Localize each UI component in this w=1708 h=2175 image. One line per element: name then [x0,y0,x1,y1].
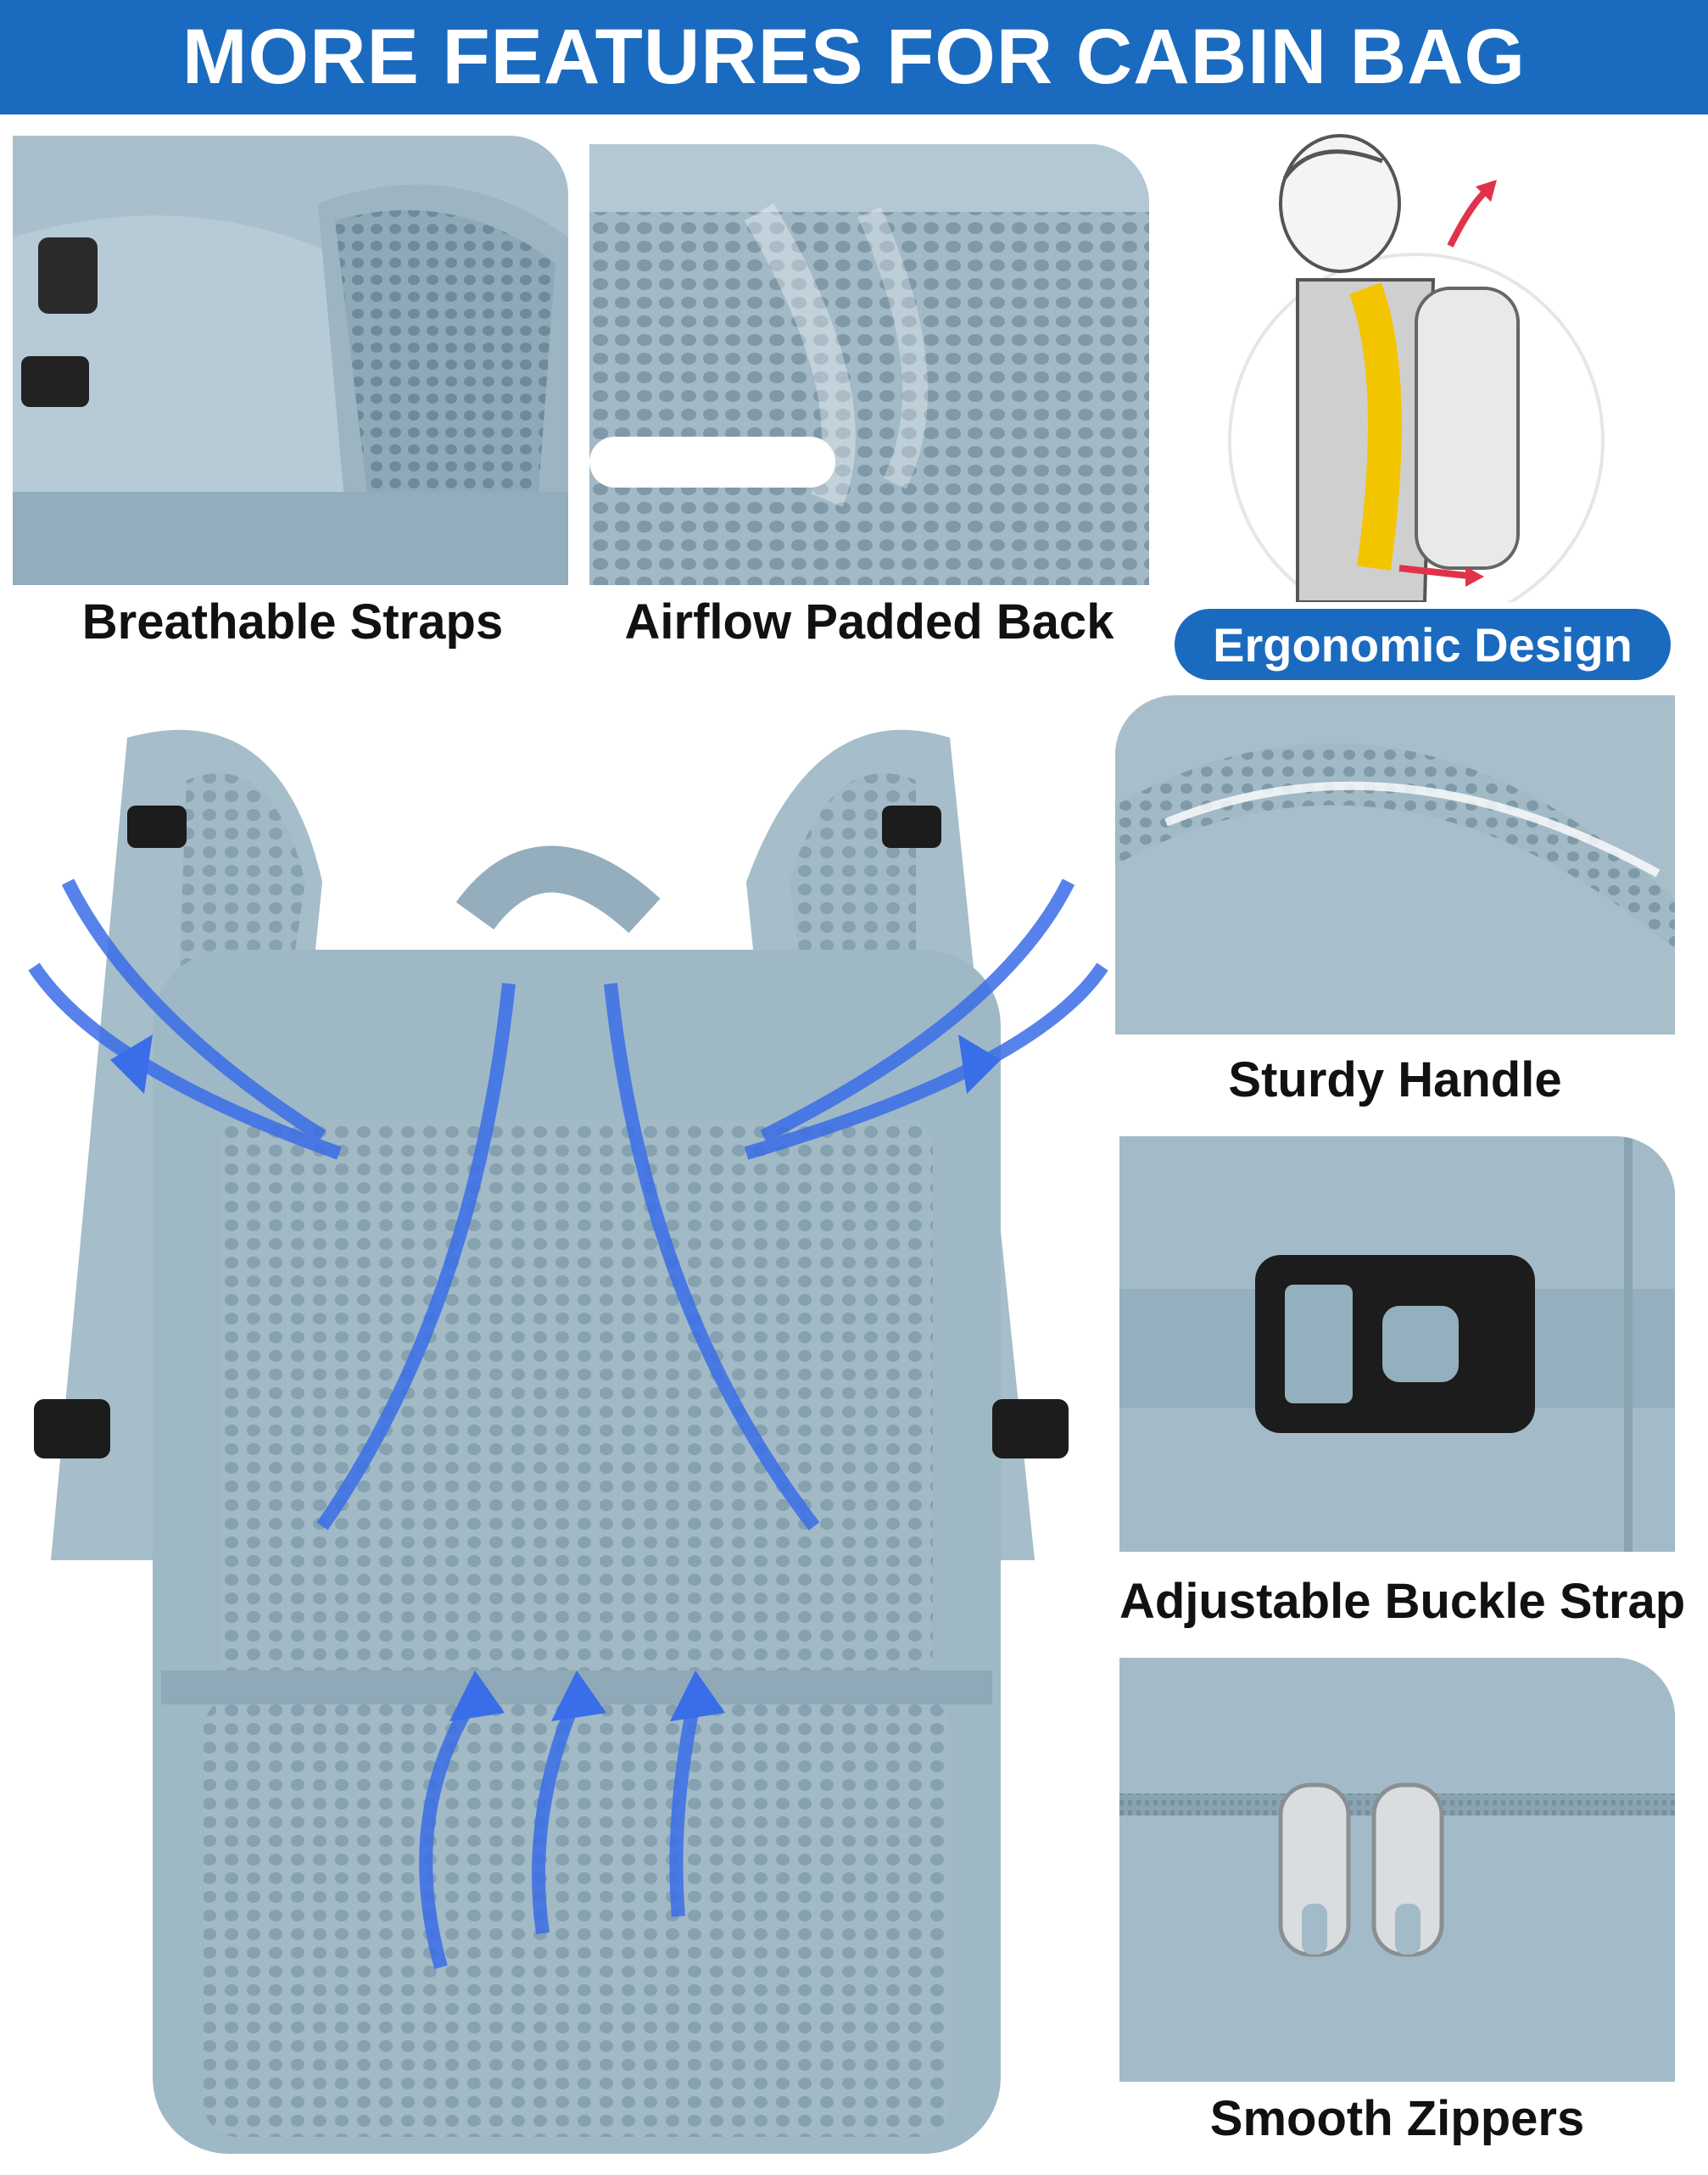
airflow-image [589,144,1149,585]
airflow-mesh-icon [589,144,1149,585]
buckle-image [1119,1136,1675,1552]
ergonomic-label: Ergonomic Design [1175,609,1671,680]
header-banner: MORE FEATURES FOR CABIN BAG [0,0,1708,114]
handle-image [1115,695,1675,1035]
backpack-back-icon [28,729,1108,2154]
main-backpack-image [0,712,1145,2171]
buckle-icon [1119,1136,1675,1552]
straps-image [13,136,568,585]
handle-label: Sturdy Handle [1228,1052,1562,1107]
mesh-strap-icon [13,136,568,585]
zippers-label: Smooth Zippers [1209,2091,1585,2146]
page-title: MORE FEATURES FOR CABIN BAG [181,14,1527,100]
spine-backpack-icon [1228,134,1605,629]
zipper-icon [1119,1658,1675,2082]
zippers-image [1119,1658,1675,2082]
buckle-label: Adjustable Buckle Strap [1119,1574,1686,1629]
ergonomic-image [1170,127,1645,629]
airflow-label: Airflow Padded Back [624,594,1114,650]
straps-label: Breathable Straps [81,594,504,650]
handle-icon [1115,695,1675,1035]
